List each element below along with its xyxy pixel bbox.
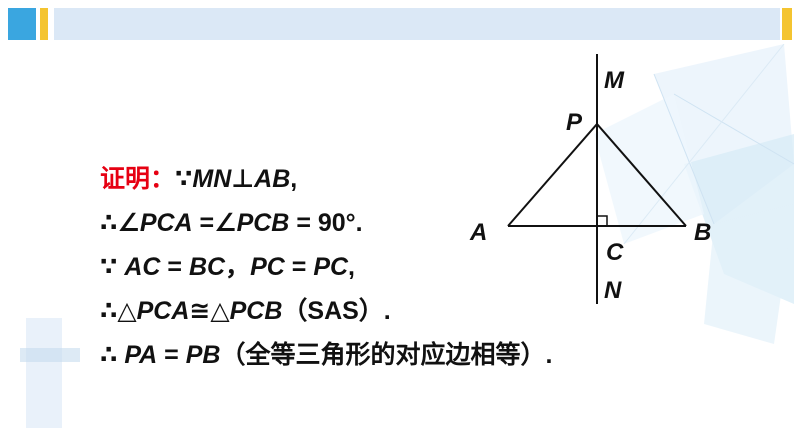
- header-band: [54, 8, 780, 40]
- segment-pc: PC: [250, 253, 285, 281]
- comma: ,: [348, 253, 355, 281]
- equals-angle: =∠: [192, 209, 237, 237]
- right-angle-mark: [597, 215, 608, 226]
- therefore-symbol: ∴: [100, 341, 125, 369]
- segment-pa-line: [507, 123, 598, 227]
- equals: =: [160, 253, 189, 281]
- watermark-logo: [20, 318, 80, 428]
- proof-line-4: ∴△PCA≅△PCB（SAS）.: [100, 296, 391, 326]
- sas-reason: （SAS）.: [282, 297, 391, 325]
- therefore-angle: ∴∠: [100, 209, 140, 237]
- header-bar: [0, 0, 794, 44]
- perpendicular-symbol: ⊥: [231, 165, 255, 193]
- because-symbol: ∵: [100, 253, 125, 281]
- header-blue-square: [8, 8, 36, 40]
- segment-pa: PA: [124, 341, 158, 369]
- conclusion-reason: （全等三角形的对应边相等）.: [220, 341, 553, 369]
- segment-pc: PC: [313, 253, 349, 281]
- angle-pcb: PCB: [236, 209, 290, 237]
- triangle-pca: PCA: [136, 297, 190, 325]
- background-decoration: [594, 44, 794, 344]
- comma: ，: [225, 253, 251, 281]
- angle-pca: PCA: [139, 209, 193, 237]
- label-b: B: [694, 219, 711, 246]
- label-n: N: [604, 277, 622, 304]
- triangle-pcb: PCB: [229, 297, 283, 325]
- label-a: A: [469, 219, 487, 246]
- segment-pb-line: [596, 123, 687, 227]
- segment-ac: AC: [124, 253, 161, 281]
- proof-line-3: ∵ AC = BC，PC = PC,: [100, 252, 355, 282]
- ninety-degrees: = 90°.: [289, 209, 363, 237]
- congruent-triangle: ≅△: [189, 297, 230, 325]
- label-p: P: [566, 109, 583, 136]
- geometry-figure: M P A B C N: [469, 54, 711, 304]
- proof-line-5: ∴ PA = PB（全等三角形的对应边相等）.: [100, 340, 552, 370]
- equals: =: [157, 341, 186, 369]
- header-yellow-strip: [40, 8, 48, 40]
- therefore-triangle: ∴△: [100, 297, 137, 325]
- proof-line-1: 证明：∵MN⊥AB,: [100, 164, 297, 194]
- label-m: M: [604, 67, 625, 94]
- equals: =: [284, 253, 314, 281]
- proof-line-2: ∴∠PCA =∠PCB = 90°.: [100, 208, 363, 238]
- comma: ,: [290, 165, 298, 193]
- proof-heading: 证明：: [100, 165, 176, 193]
- segment-ab: AB: [254, 165, 291, 193]
- segment-pb: PB: [185, 341, 221, 369]
- label-c: C: [606, 239, 624, 266]
- segment-mn: MN: [192, 165, 232, 193]
- because-symbol: ∵: [175, 165, 193, 193]
- header-yellow-strip-right: [782, 8, 792, 40]
- segment-bc: BC: [188, 253, 226, 281]
